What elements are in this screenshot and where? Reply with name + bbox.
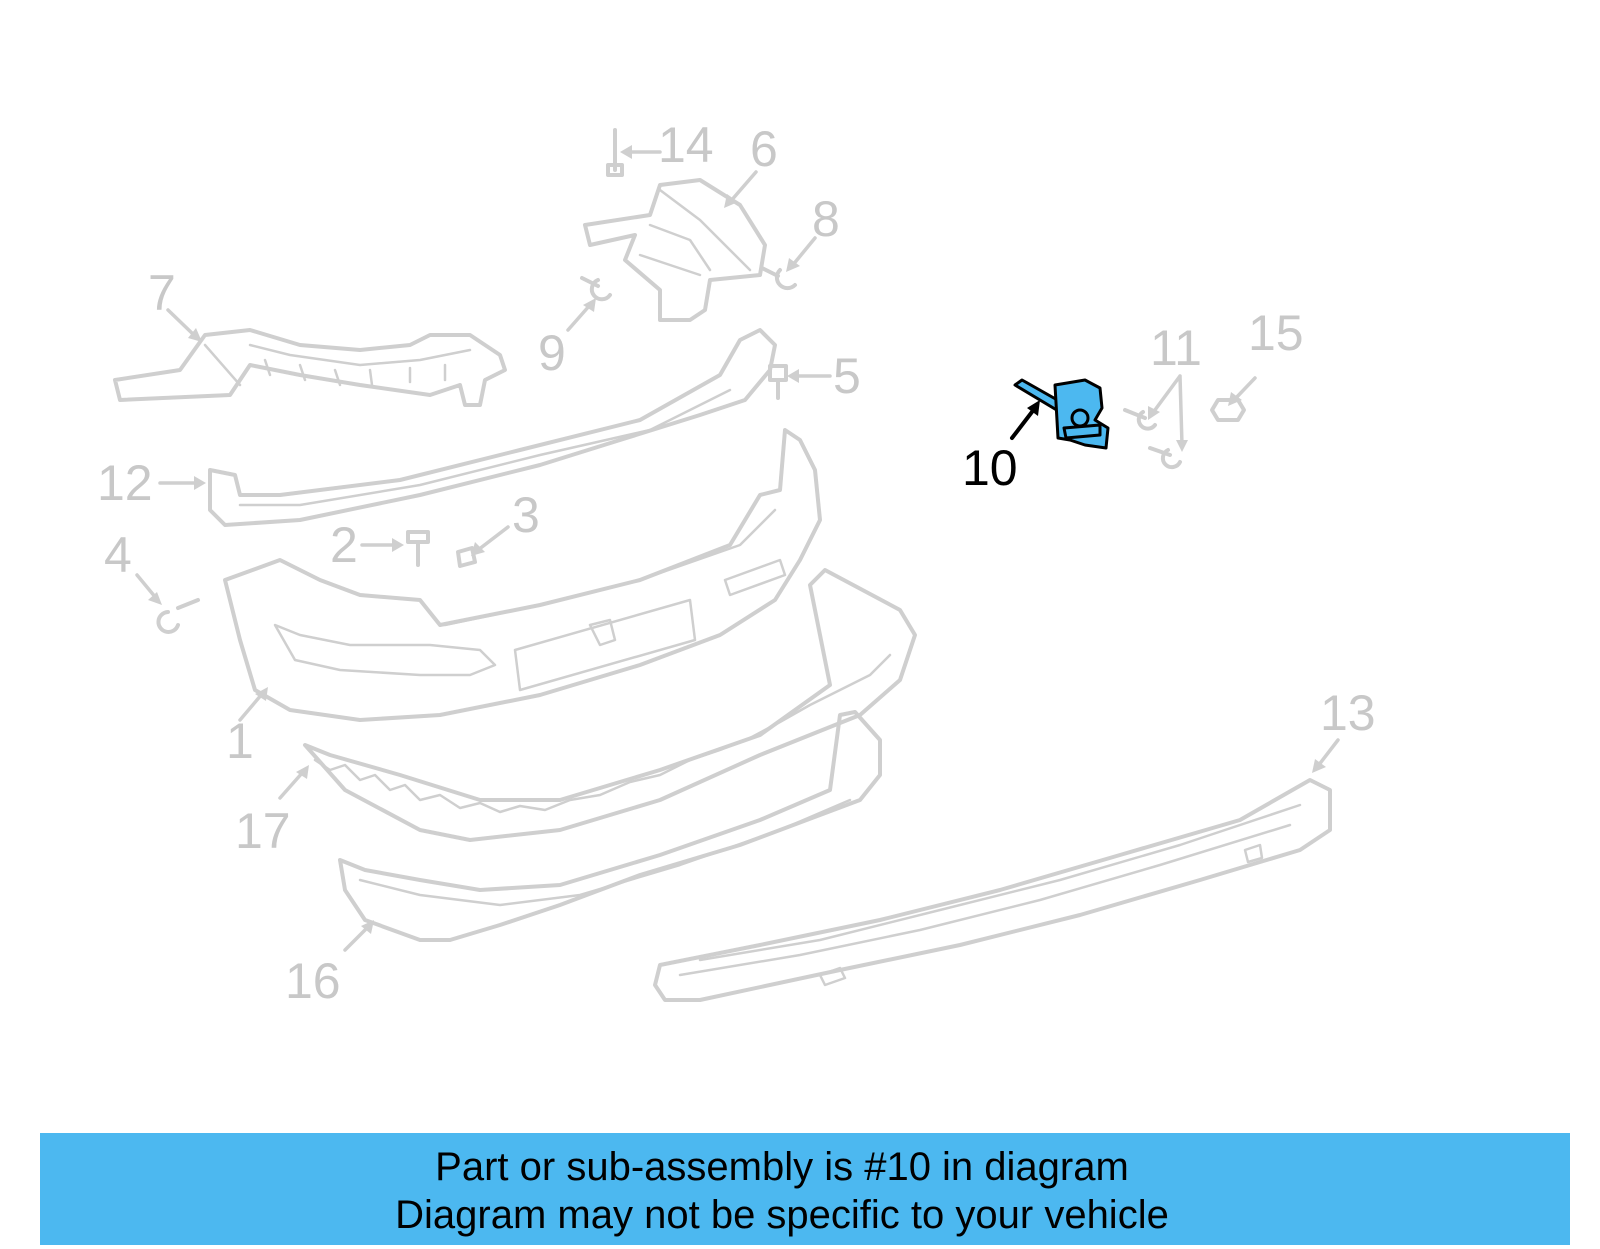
callout-7[interactable]: 7 (148, 265, 176, 321)
callout-12[interactable]: 12 (97, 455, 153, 511)
callout-5[interactable]: 5 (833, 348, 861, 404)
info-banner: Part or sub-assembly is #10 in diagram D… (40, 1133, 1570, 1245)
callout-15[interactable]: 15 (1248, 305, 1304, 361)
callout-10[interactable]: 10 (962, 440, 1018, 496)
callout-6[interactable]: 6 (750, 121, 778, 177)
part-12-beam[interactable] (208, 328, 777, 527)
callout-2[interactable]: 2 (330, 517, 358, 573)
parts-diagram: 1 2 3 4 5 6 7 8 9 10 11 12 13 14 15 16 1… (97, 117, 1376, 1009)
callout-17[interactable]: 17 (235, 803, 291, 859)
part-1-bumper-cover[interactable] (223, 428, 822, 722)
part-6-bracket[interactable] (583, 178, 767, 322)
fastener-9[interactable] (580, 276, 612, 302)
callout-14[interactable]: 14 (658, 117, 714, 173)
part-13-impact-bar[interactable] (653, 778, 1332, 1002)
callout-3[interactable]: 3 (512, 487, 540, 543)
fastener-2[interactable] (406, 530, 430, 567)
fastener-14[interactable] (606, 128, 624, 177)
fastener-11b[interactable] (1148, 446, 1182, 470)
fastener-15[interactable] (1210, 398, 1246, 422)
callout-13[interactable]: 13 (1320, 685, 1376, 741)
callout-9[interactable]: 9 (538, 325, 566, 381)
callout-8[interactable]: 8 (812, 191, 840, 247)
fastener-8[interactable] (760, 266, 797, 291)
part-16-support[interactable] (338, 710, 882, 942)
leader-lines (135, 145, 1340, 952)
banner-disclaimer-line: Diagram may not be specific to your vehi… (395, 1193, 1169, 1237)
callout-1[interactable]: 1 (226, 713, 254, 769)
part-7-bracket[interactable] (113, 328, 507, 407)
fastener-4[interactable] (156, 598, 200, 634)
part-17-valance[interactable] (303, 568, 917, 842)
part-10-highlighted[interactable] (1013, 378, 1110, 450)
fastener-3[interactable] (456, 546, 477, 568)
callout-16[interactable]: 16 (285, 953, 341, 1009)
callout-labels: 1 2 3 4 5 6 7 8 9 10 11 12 13 14 15 16 1… (97, 117, 1376, 1009)
fastener-11a[interactable] (1123, 408, 1157, 431)
fastener-5[interactable] (768, 364, 788, 400)
leader-10-active (1010, 400, 1040, 440)
callout-11[interactable]: 11 (1150, 320, 1202, 376)
banner-part-line: Part or sub-assembly is #10 in diagram (435, 1145, 1129, 1189)
callout-4[interactable]: 4 (104, 527, 132, 583)
